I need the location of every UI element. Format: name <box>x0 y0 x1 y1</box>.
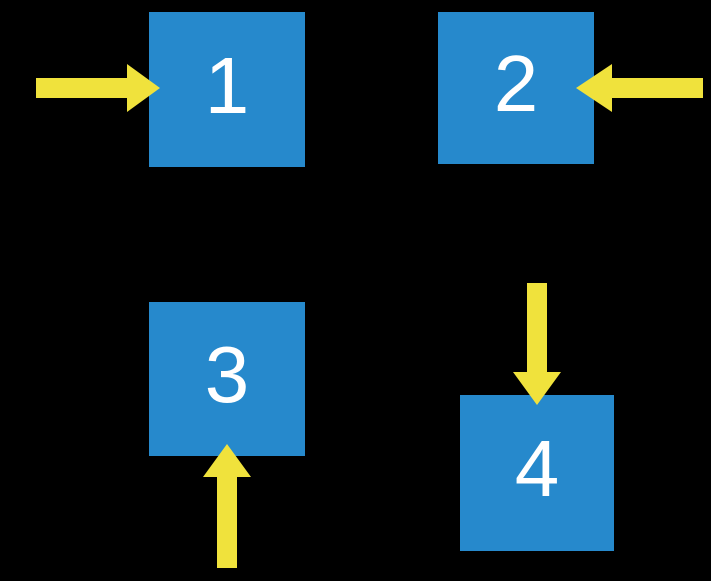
box-4-label: 4 <box>514 424 560 513</box>
box-2-label: 2 <box>493 39 539 128</box>
arrow-up-icon <box>203 444 251 568</box>
box-2: 2 <box>438 12 594 164</box>
box-1: 1 <box>149 12 305 167</box>
arrow-left-icon <box>576 64 703 112</box>
box-3: 3 <box>149 302 305 456</box>
box-4: 4 <box>460 395 614 551</box>
box-3-label: 3 <box>204 330 250 419</box>
arrow-down-icon <box>513 283 561 405</box>
arrow-right-icon <box>36 64 160 112</box>
box-1-label: 1 <box>204 40 250 130</box>
